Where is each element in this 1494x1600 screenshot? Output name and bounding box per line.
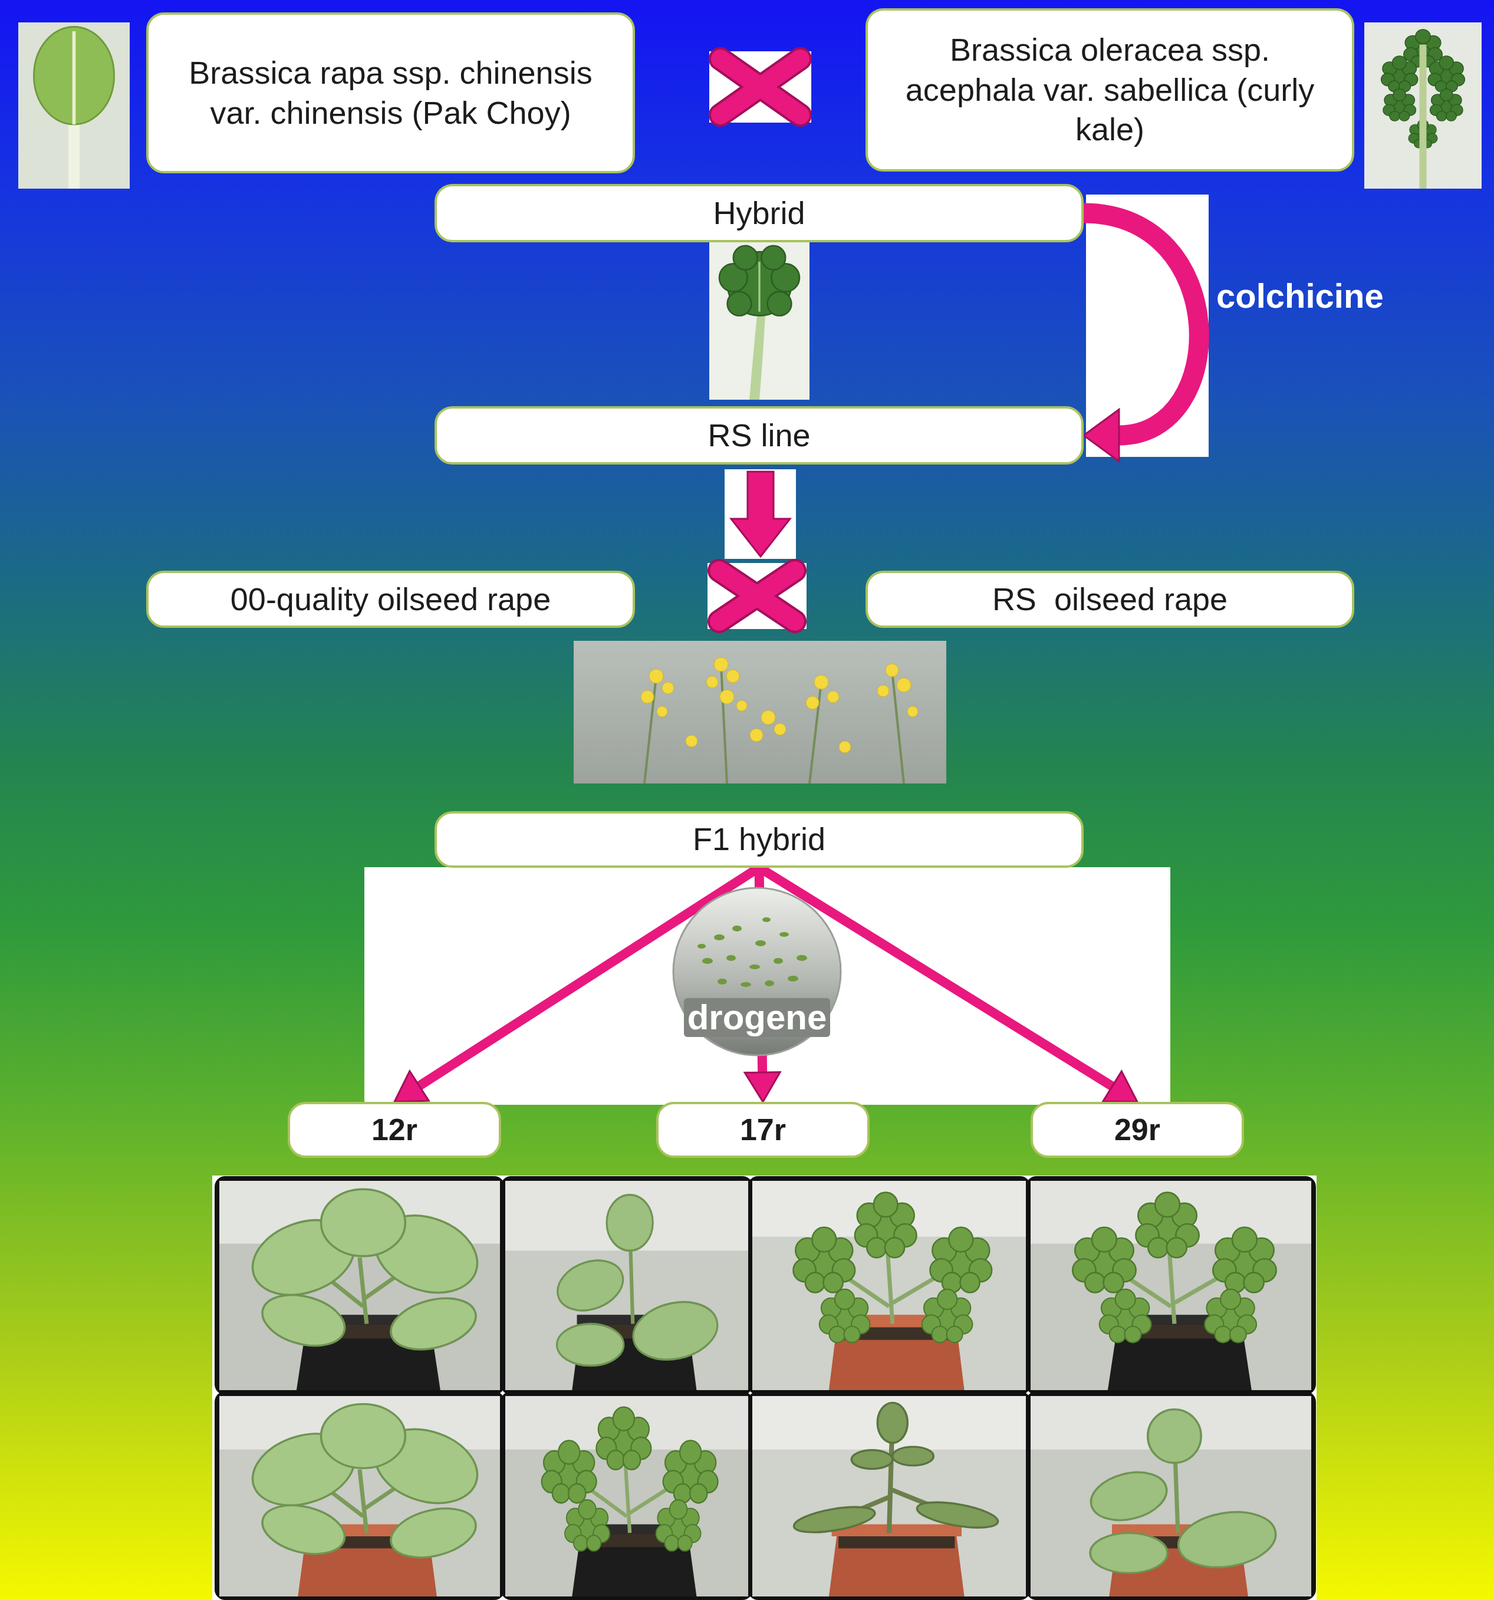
box-text: Hybrid <box>712 193 805 234</box>
petri-dish <box>673 887 841 1056</box>
pak-choy-leaf <box>18 22 130 189</box>
arrow-head <box>394 1071 429 1102</box>
process-box: 00-quality oilseed rape <box>146 570 635 628</box>
cross-symbol <box>709 51 812 123</box>
box-text: Brassica oleracea ssp. acephala var. sab… <box>882 30 1338 150</box>
arrow-head <box>1103 1071 1138 1102</box>
box-text: 12r <box>371 1110 418 1150</box>
process-box: 29r <box>1030 1101 1245 1158</box>
process-box: F1 hybrid <box>434 811 1084 868</box>
photo-label: drogene <box>683 998 831 1038</box>
box-text: 00-quality oilseed rape <box>230 579 551 620</box>
process-box: Brassica rapa ssp. chinensis var. chinen… <box>146 12 635 174</box>
process-box: Hybrid <box>434 183 1084 243</box>
box-text: F1 hybrid <box>692 819 826 860</box>
connector-line <box>1083 213 1200 436</box>
arrow-head <box>744 1072 781 1102</box>
box-text: RS oilseed rape <box>992 579 1228 620</box>
box-text: Brassica rapa ssp. chinensis var. chinen… <box>162 53 619 133</box>
edge-label: colchicine <box>1216 275 1384 317</box>
white-panel <box>364 867 1171 1105</box>
plant-photo-grid <box>212 1175 1317 1600</box>
box-text: 17r <box>739 1110 786 1150</box>
process-box: RS oilseed rape <box>865 570 1355 628</box>
hybrid-leaf <box>709 241 810 400</box>
curly-kale-leaf <box>1364 22 1482 189</box>
arrow-head <box>1083 409 1120 462</box>
flower-photo <box>573 640 947 784</box>
connector-arrow <box>1083 213 1200 462</box>
cross-symbol <box>707 563 807 630</box>
process-box: 17r <box>656 1101 870 1158</box>
box-text: RS line <box>707 415 811 456</box>
process-box: 12r <box>287 1101 502 1158</box>
process-box: RS line <box>434 406 1084 465</box>
box-text: 29r <box>1114 1110 1161 1150</box>
down-arrow <box>724 469 796 559</box>
process-box: Brassica oleracea ssp. acephala var. sab… <box>865 8 1355 172</box>
